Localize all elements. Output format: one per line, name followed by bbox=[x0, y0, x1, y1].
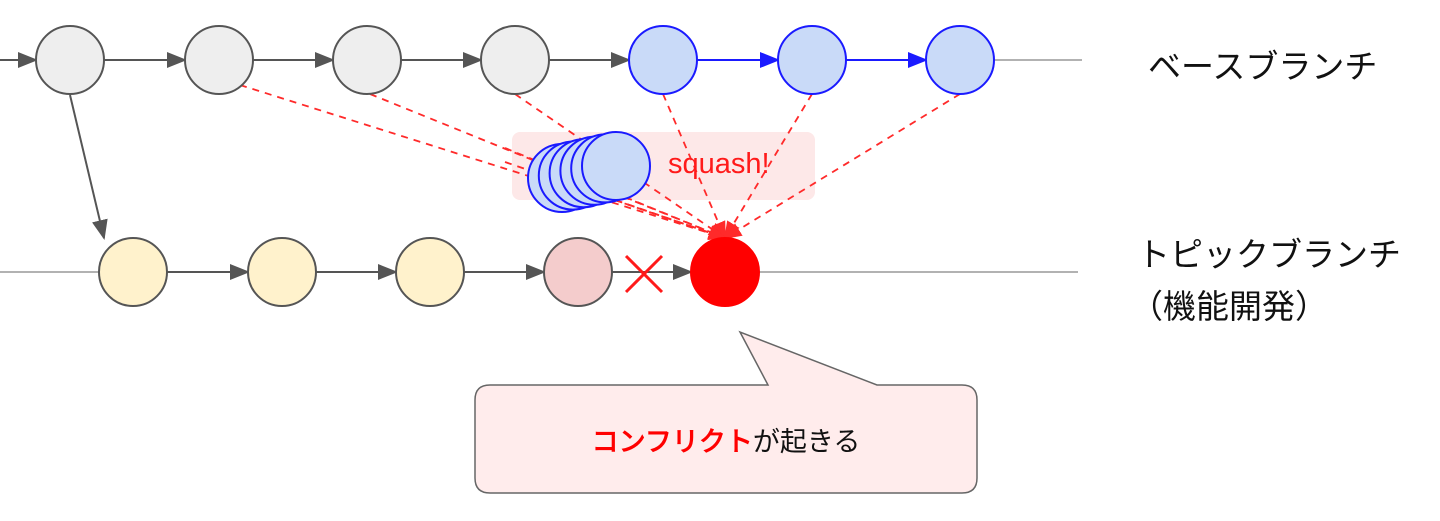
squash-dashed-line bbox=[239, 84, 727, 240]
topic-branch-label: トピックブランチ bbox=[1137, 235, 1401, 274]
base-commit-blue bbox=[777, 25, 847, 95]
squashed-commit bbox=[581, 131, 651, 201]
base-branch-label: ベースブランチ bbox=[1148, 47, 1378, 86]
squash-dashed-line bbox=[723, 93, 961, 239]
callout-rest: が起きる bbox=[752, 426, 861, 458]
base-commit-blue bbox=[925, 25, 995, 95]
base-commit-gray bbox=[332, 25, 402, 95]
commit-nodes bbox=[35, 25, 995, 307]
topic-commit-yellow bbox=[98, 237, 168, 307]
branch-off-arrow bbox=[69, 94, 108, 240]
base-commit-gray bbox=[35, 25, 105, 95]
blocked-cross-icon bbox=[624, 254, 664, 294]
topic-commit-yellow bbox=[247, 237, 317, 307]
squash-dashed-line bbox=[662, 93, 726, 240]
conflict-word: コンフリクト bbox=[591, 426, 753, 458]
callout-bubble bbox=[474, 330, 978, 494]
base-commit-blue bbox=[628, 25, 698, 95]
squash-dashed-line bbox=[724, 93, 813, 240]
base-commit-gray bbox=[480, 25, 550, 95]
squash-label: squash! bbox=[668, 148, 770, 180]
callout-text: コンフリクトが起きる bbox=[475, 385, 977, 493]
base-commit-gray bbox=[184, 25, 254, 95]
topic-commit-pink bbox=[543, 237, 613, 307]
topic-commit-yellow bbox=[395, 237, 465, 307]
squash-dashed-line bbox=[614, 199, 727, 240]
topic-branch-note: （機能開発） bbox=[1130, 287, 1328, 326]
squash-dashed-line bbox=[514, 93, 727, 240]
conflict-commit bbox=[690, 237, 760, 307]
